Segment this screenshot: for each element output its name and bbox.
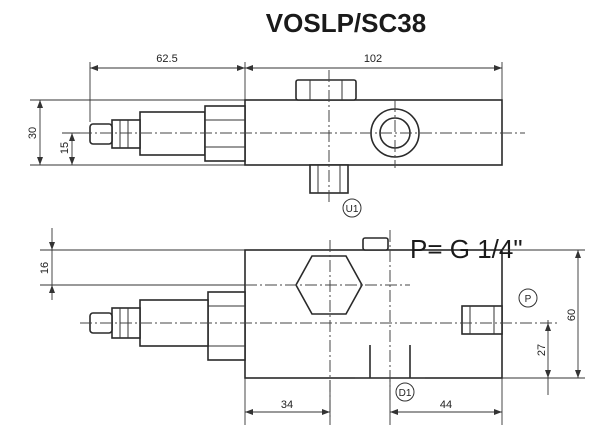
dim-62-5-label: 62.5 [156,53,177,65]
bottom-view: 16 P= G 1/4" P [39,228,585,425]
dim-60-label: 60 [566,309,578,321]
port-u1-label: U1 [346,204,359,215]
dim-34-label: 34 [281,399,293,411]
dim-30-label: 30 [27,127,39,139]
dim-102-label: 102 [364,53,382,65]
valve-body-bottom [244,249,503,379]
dim-16-label: 16 [39,262,51,274]
port-p-label: P [525,294,532,305]
dim-15-label: 15 [59,142,71,154]
port-d1-label: D1 [399,388,412,399]
top-view: 62.5 102 30 15 [27,53,525,218]
dim-44-label: 44 [440,399,452,411]
dim-27-label: 27 [536,344,548,356]
drawing-title: VOSLP/SC38 [266,8,426,38]
port-spec-label: P= G 1/4" [410,234,523,264]
